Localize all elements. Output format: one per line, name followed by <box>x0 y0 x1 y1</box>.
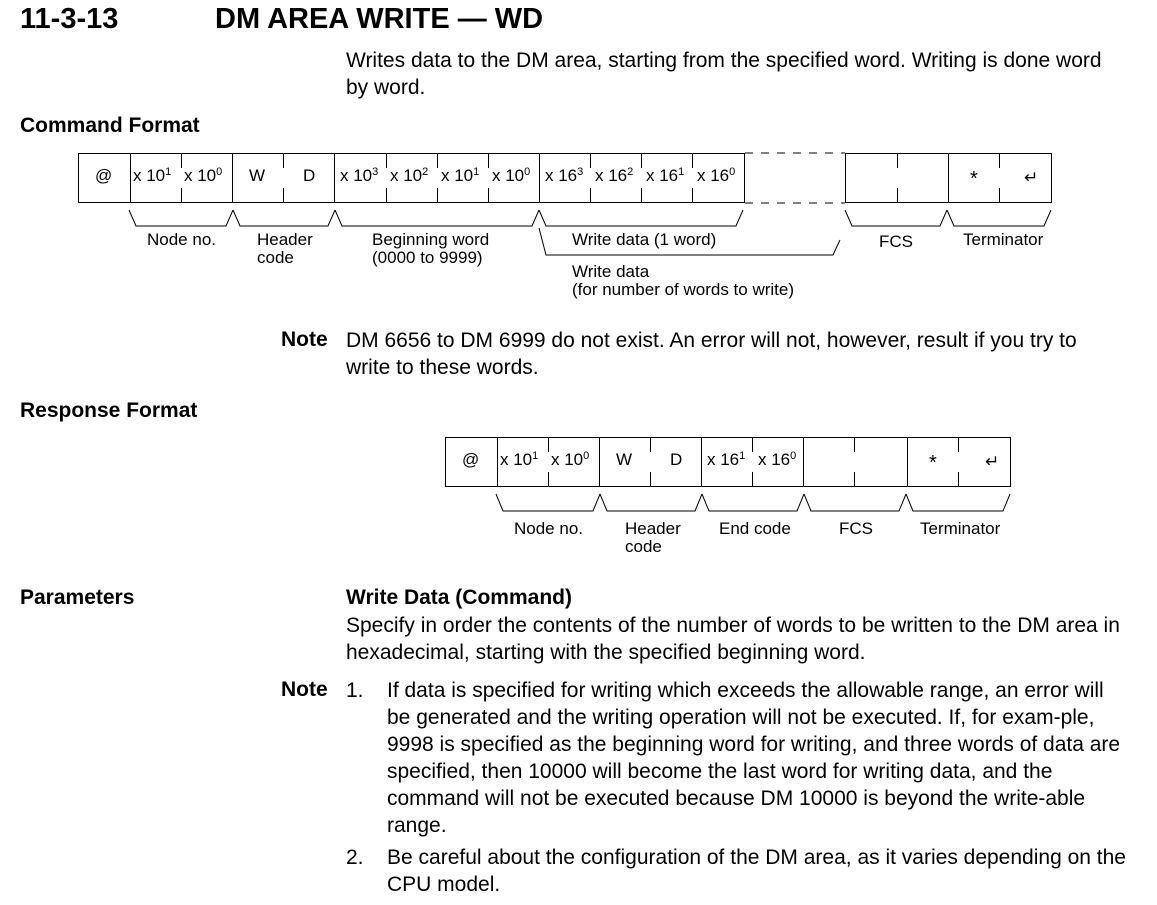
response-format-heading: Response Format <box>20 399 198 422</box>
note2-item: 1. If data is specified for writing whic… <box>346 677 1126 839</box>
cmd-wd3-cell: x 163 <box>545 166 584 185</box>
note2-list: 1. If data is specified for writing whic… <box>346 677 1126 898</box>
cmd-beginning-label-2: (0000 to 9999) <box>372 248 483 267</box>
cmd-bw3-cell: x 103 <box>340 166 379 185</box>
cmd-wd1-cell: x 161 <box>646 166 685 185</box>
cmd-write-data-1word-label: Write data (1 word) <box>572 230 717 249</box>
cmd-wd2-cell: x 162 <box>595 166 634 185</box>
resp-term-star-icon: * <box>929 452 937 474</box>
section-title: DM AREA WRITE — WD <box>215 3 544 35</box>
note2-item: 2. Be careful about the configuration of… <box>346 844 1126 898</box>
cmd-header-label-1: Header <box>257 230 313 249</box>
cmd-terminator-label: Terminator <box>963 230 1044 249</box>
resp-node-hi-cell: x 101 <box>500 450 539 469</box>
command-fcs-terminator-table: * ↵ <box>845 153 1052 203</box>
section-number: 11-3-13 <box>20 3 119 35</box>
cmd-term-star-icon: * <box>970 168 978 190</box>
cmd-node-lo-cell: x 100 <box>184 166 223 185</box>
resp-node-label: Node no. <box>514 519 583 538</box>
resp-end-lo-cell: x 160 <box>758 450 797 469</box>
cmd-wd0-cell: x 160 <box>697 166 736 185</box>
resp-header-label-1: Header <box>625 519 681 538</box>
cmd-term-cr-icon: ↵ <box>1024 168 1039 187</box>
parameters-subheading: Write Data (Command) <box>346 586 572 609</box>
resp-end-code-label: End code <box>719 519 791 538</box>
cmd-bw2-cell: x 102 <box>390 166 429 185</box>
resp-at-cell: @ <box>462 450 480 469</box>
note2-item-number: 1. <box>346 679 364 702</box>
resp-terminator-label: Terminator <box>920 519 1001 538</box>
parameters-text: Specify in order the contents of the num… <box>346 614 1120 664</box>
note1-text: DM 6656 to DM 6999 do not exist. An erro… <box>346 329 1077 379</box>
cmd-write-data-label-2: (for number of words to write) <box>572 280 795 299</box>
resp-header-label-2: code <box>625 537 662 556</box>
cmd-node-hi-cell: x 101 <box>133 166 172 185</box>
note1-label: Note <box>281 328 328 351</box>
resp-header-w-cell: W <box>616 450 633 469</box>
cmd-bw1-cell: x 101 <box>441 166 480 185</box>
note2-item-text: Be careful about the configuration of th… <box>387 846 1126 896</box>
resp-node-lo-cell: x 100 <box>551 450 590 469</box>
cmd-beginning-label-1: Beginning word <box>372 230 490 249</box>
response-frame-table: @ x 101 x 100 W D x 161 x 160 * ↵ <box>445 437 1011 487</box>
cmd-node-label: Node no. <box>147 230 216 249</box>
cmd-at-cell: @ <box>95 166 113 185</box>
cmd-fcs-label: FCS <box>879 232 913 251</box>
parameters-heading: Parameters <box>20 586 135 609</box>
resp-term-cr-icon: ↵ <box>985 452 1000 471</box>
note2-label: Note <box>281 678 328 701</box>
resp-end-hi-cell: x 161 <box>707 450 746 469</box>
command-format-heading: Command Format <box>20 114 200 137</box>
cmd-header-label-2: code <box>257 248 294 267</box>
resp-fcs-label: FCS <box>839 519 873 538</box>
cmd-header-w-cell: W <box>249 166 266 185</box>
command-frame-table: @ x 101 x 100 W D x 103 x 102 x 101 x 10… <box>78 153 745 203</box>
section-intro: Writes data to the DM area, starting fro… <box>346 49 1102 99</box>
resp-header-d-cell: D <box>670 450 683 469</box>
cmd-bw0-cell: x 100 <box>492 166 531 185</box>
cmd-header-d-cell: D <box>303 166 316 185</box>
note2-item-text: If data is specified for writing which e… <box>387 679 1121 837</box>
cmd-write-data-label-1: Write data <box>572 262 650 281</box>
note2-item-number: 2. <box>346 846 364 869</box>
